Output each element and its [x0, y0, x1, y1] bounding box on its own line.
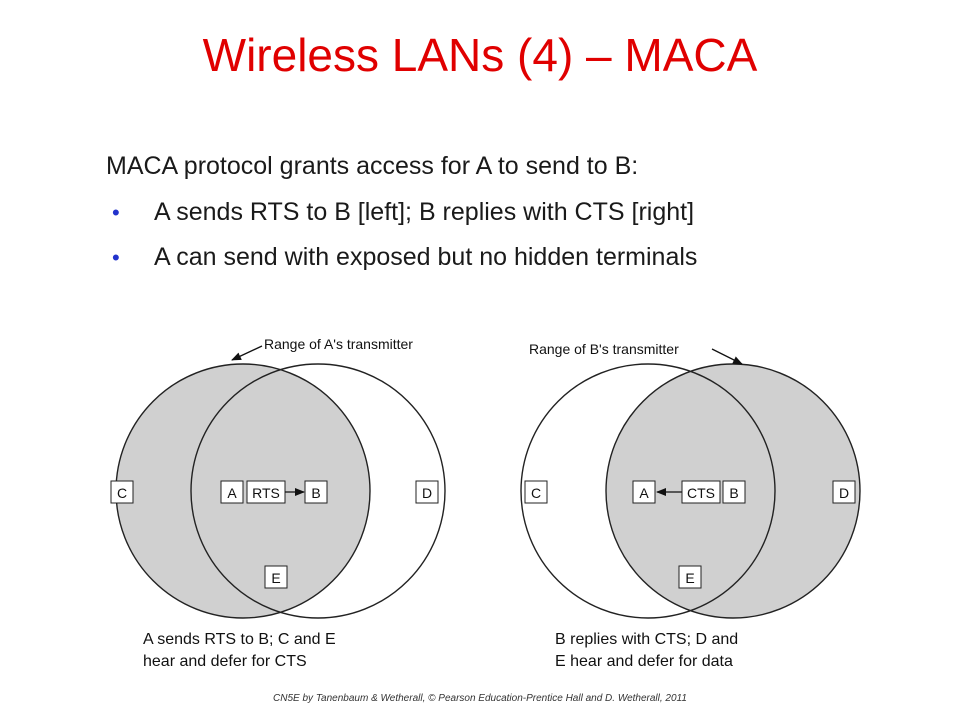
node-c: C [110, 480, 134, 504]
range-b-circle [190, 363, 446, 619]
bullet-dot-icon: • [112, 245, 120, 270]
bullet-text: A sends RTS to B [left]; B replies with … [154, 198, 695, 226]
node-d: D [832, 480, 856, 504]
svg-text:D: D [839, 485, 849, 501]
svg-text:A: A [639, 485, 649, 501]
left-caption-line: A sends RTS to B; C and E [143, 631, 336, 648]
range-a-circle [520, 363, 776, 619]
range-b-label: Range of B's transmitter [529, 341, 679, 357]
svg-text:RTS: RTS [252, 485, 280, 501]
node-b: B [304, 480, 328, 504]
range-a-pointer-arrow [231, 345, 263, 361]
left-caption-line: hear and defer for CTS [143, 653, 307, 670]
bullet-dot-icon: • [112, 200, 120, 225]
range-a-label: Range of A's transmitter [264, 336, 413, 352]
footer-credit: CN5E by Tanenbaum & Wetherall, © Pearson… [273, 693, 687, 704]
svg-text:C: C [117, 485, 127, 501]
svg-text:B: B [729, 485, 738, 501]
svg-text:CTS: CTS [687, 485, 715, 501]
node-a: A [220, 480, 244, 504]
right-caption-line: B replies with CTS; D and [555, 631, 739, 648]
svg-text:A: A [227, 485, 237, 501]
svg-text:D: D [422, 485, 432, 501]
right-cts-diagram: Range of B's transmitter C A CTS B D E [520, 341, 861, 619]
right-caption: B replies with CTS; D and E hear and def… [555, 629, 738, 673]
svg-text:B: B [311, 485, 320, 501]
svg-text:C: C [531, 485, 541, 501]
cts-message-box: CTS [681, 480, 721, 504]
node-c: C [524, 480, 548, 504]
svg-text:E: E [685, 570, 694, 586]
node-e: E [264, 565, 288, 589]
bullet-item: • A can send with exposed but no hidden … [106, 243, 698, 271]
svg-text:E: E [271, 570, 280, 586]
intro-text: MACA protocol grants access for A to sen… [106, 152, 639, 180]
range-b-pointer-arrow [711, 348, 743, 365]
left-rts-diagram: Range of A's transmitter C A RTS B D E [110, 336, 446, 619]
right-caption-line: E hear and defer for data [555, 653, 733, 670]
bullet-list: • A sends RTS to B [left]; B replies wit… [106, 200, 697, 290]
left-caption: A sends RTS to B; C and E hear and defer… [143, 629, 336, 673]
node-a: A [632, 480, 656, 504]
slide-title: Wireless LANs (4) – MACA [202, 29, 758, 81]
rts-message-box: RTS [246, 480, 286, 504]
bullet-item: • A sends RTS to B [left]; B replies wit… [106, 198, 697, 226]
node-e: E [678, 565, 702, 589]
node-b: B [722, 480, 746, 504]
bullet-text: A can send with exposed but no hidden te… [154, 243, 698, 271]
node-d: D [415, 480, 439, 504]
